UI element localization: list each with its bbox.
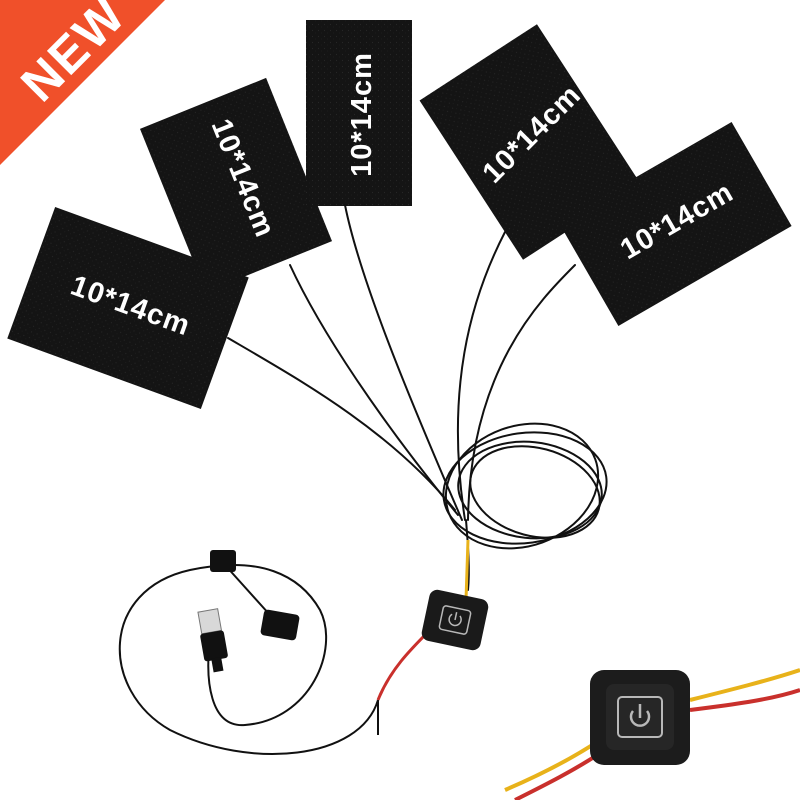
power-icon xyxy=(448,612,462,627)
yellow-wire xyxy=(464,539,470,601)
cable-clip-1 xyxy=(210,550,236,572)
heating-pad-2 xyxy=(139,77,333,293)
pad-label-3: 10*14cm xyxy=(345,52,378,177)
pad-wires xyxy=(227,204,608,591)
heating-pad-4 xyxy=(419,24,641,260)
switch-inset xyxy=(504,668,800,800)
new-badge xyxy=(0,0,165,165)
cable-clip-2 xyxy=(260,609,300,641)
usb-plug-icon xyxy=(197,608,228,673)
heating-pad-5 xyxy=(558,122,792,326)
heating-pad-1 xyxy=(7,206,249,410)
usb-cable xyxy=(118,563,379,755)
power-switch xyxy=(421,589,489,651)
red-wire xyxy=(376,628,432,701)
heating-pad-3 xyxy=(306,20,412,206)
power-icon xyxy=(629,704,651,727)
